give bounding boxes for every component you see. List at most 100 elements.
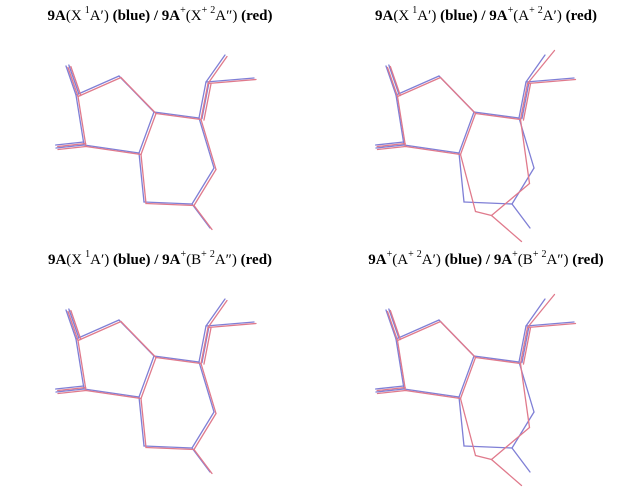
red-bond [140, 112, 157, 156]
blue-bond [458, 111, 475, 154]
molecule-overlay [375, 49, 577, 243]
blue-bond [463, 445, 513, 449]
red-bond [140, 397, 147, 449]
mol-label: 9A [161, 8, 181, 24]
red-structure [376, 293, 577, 487]
red-bond [389, 309, 401, 341]
red-bond [140, 153, 147, 205]
red-bond [519, 326, 529, 365]
separator: / [154, 252, 159, 268]
blue-bond [205, 298, 226, 327]
blue-bond [463, 201, 513, 205]
red-bond [207, 299, 228, 329]
red-bond [140, 356, 157, 400]
charge: + [201, 5, 208, 16]
red-bond [85, 145, 142, 156]
blue-bond [205, 321, 255, 327]
red-bond [203, 83, 212, 121]
red-bond [439, 76, 477, 115]
state-label: B [191, 252, 202, 268]
mol-label: 9A [368, 252, 387, 268]
symmetry-label: A″ [215, 8, 233, 24]
color-label: (red) [572, 252, 604, 268]
mol-label: 9A [489, 8, 508, 24]
red-bond [376, 145, 407, 151]
red-bond [519, 362, 531, 429]
blue-bond [458, 355, 475, 398]
blue-bond [525, 54, 546, 83]
blue-bond [525, 298, 546, 327]
red-bond [376, 389, 407, 395]
red-bond [200, 326, 209, 365]
blue-bond [191, 167, 215, 205]
color-label: (blue) [444, 252, 483, 268]
blue-bond [458, 396, 465, 447]
red-bond [526, 49, 556, 85]
red-bond [490, 214, 523, 243]
blue-bond [153, 355, 200, 363]
separator: / [153, 8, 159, 24]
red-bond [376, 386, 406, 392]
red-bond [145, 446, 195, 451]
red-bond [200, 118, 217, 171]
symmetry-label: A″ [546, 252, 564, 268]
separator: / [485, 252, 491, 268]
mol-label: 9A [375, 8, 394, 24]
blue-bond [138, 396, 145, 447]
blue-bond [375, 144, 405, 149]
red-structure [57, 55, 257, 231]
red-bond [57, 145, 87, 151]
blue-bond [191, 203, 211, 229]
red-bond [404, 145, 462, 156]
blue-bond [83, 388, 140, 398]
separator: / [481, 8, 486, 24]
red-bond [474, 454, 493, 461]
red-bond [57, 142, 87, 148]
state-label: X [70, 8, 82, 24]
red-bond [459, 397, 477, 457]
charge: + [507, 5, 514, 16]
red-bond [70, 309, 82, 341]
red-bond [155, 356, 202, 365]
blue-bond [473, 355, 520, 363]
blue-bond [201, 81, 210, 120]
red-bond [519, 82, 529, 121]
blue-bond [375, 141, 405, 146]
red-bond [396, 339, 407, 392]
red-bond [77, 339, 87, 392]
overlay-panel-4: 9A+(A+2A′) (blue) / 9A+(B+2A″) (red) [320, 244, 640, 487]
symmetry-label: A′ [417, 8, 432, 24]
blue-bond [68, 308, 80, 339]
blue-bond [385, 65, 397, 96]
red-bond [386, 310, 399, 342]
blue-bond [143, 201, 193, 205]
symmetry-label: A′ [89, 8, 104, 24]
blue-bond [55, 141, 85, 146]
red-bond [57, 389, 87, 395]
charge: + [512, 249, 518, 260]
blue-bond [395, 94, 405, 146]
charge: + [408, 249, 414, 260]
blue-bond [75, 338, 85, 390]
blue-bond [458, 152, 465, 203]
red-bond [77, 76, 122, 98]
color-label: (red) [241, 8, 273, 24]
red-bond [459, 112, 477, 156]
red-bond [207, 78, 257, 85]
mol-label: 9A [162, 252, 181, 268]
red-bond [120, 76, 157, 115]
blue-bond [403, 144, 460, 154]
red-bond [77, 95, 87, 148]
blue-bond [388, 308, 400, 339]
red-bond [193, 168, 217, 207]
state-label: B [522, 252, 533, 268]
state-label: X [398, 8, 410, 24]
blue-structure [375, 298, 575, 473]
blue-bond [65, 309, 77, 340]
blue-bond [385, 309, 397, 340]
multiplicity: 2 [537, 5, 543, 16]
multiplicity: 2 [416, 249, 422, 260]
